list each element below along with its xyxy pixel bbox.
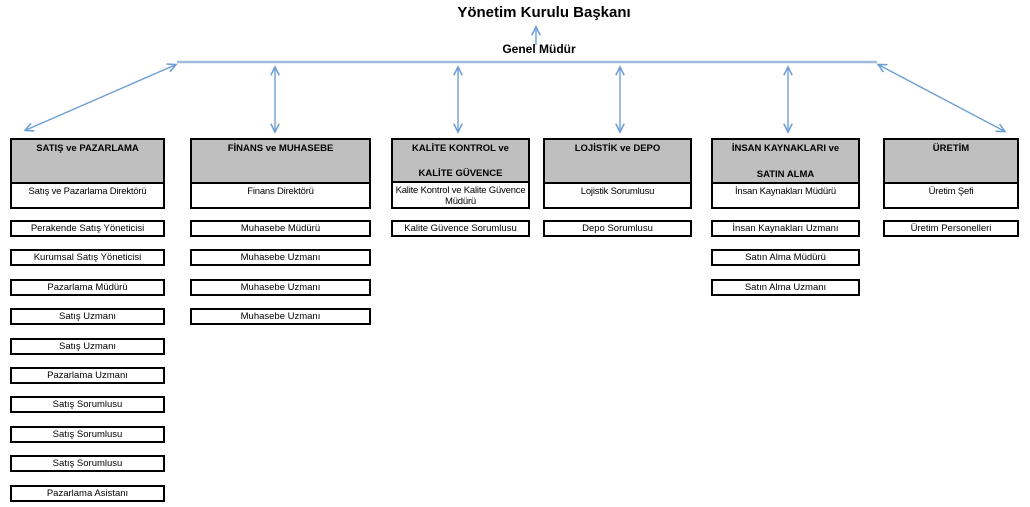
dept-head-box: Finans Direktörü <box>247 186 314 197</box>
staff-box: Satın Alma Uzmanı <box>711 279 860 296</box>
staff-box: Muhasebe Müdürü <box>190 220 371 237</box>
dept-header-box: FİNANS ve MUHASEBE Finans Direktörü <box>190 138 371 209</box>
branch-arrow-sales <box>26 65 175 130</box>
dept-title: LOJİSTİK ve DEPO <box>545 140 690 184</box>
dept-column-finance: FİNANS ve MUHASEBE Finans Direktörü Muha… <box>190 0 371 507</box>
dept-head-box: Üretim Şefi <box>928 186 974 197</box>
staff-box: Satış Sorumlusu <box>10 455 165 472</box>
chart-title: Yönetim Kurulu Başkanı <box>457 4 631 21</box>
staff-box: Satış Uzmanı <box>10 338 165 355</box>
staff-box: Satış Sorumlusu <box>10 396 165 413</box>
staff-box: Muhasebe Uzmanı <box>190 279 371 296</box>
dept-head-box: Satış ve Pazarlama Direktörü <box>28 186 147 197</box>
staff-box: Muhasebe Uzmanı <box>190 308 371 325</box>
staff-box: Perakende Satış Yöneticisi <box>10 220 165 237</box>
staff-box: Pazarlama Asistanı <box>10 485 165 502</box>
dept-title: SATIŞ ve PAZARLAMA <box>12 140 163 184</box>
staff-box: Pazarlama Müdürü <box>10 279 165 296</box>
staff-box: Satış Sorumlusu <box>10 426 165 443</box>
dept-column-sales: SATIŞ ve PAZARLAMA Satış ve Pazarlama Di… <box>10 0 165 507</box>
dept-head-box: İnsan Kaynakları Müdürü <box>734 186 836 197</box>
staff-box: Satın Alma Müdürü <box>711 249 860 266</box>
dept-header-box: LOJİSTİK ve DEPO Lojistik Sorumlusu <box>543 138 692 209</box>
dept-title-line1: SATIŞ ve PAZARLAMA <box>36 143 139 154</box>
staff-box: İnsan Kaynakları Uzmanı <box>711 220 860 237</box>
staff-box: Pazarlama Uzmanı <box>10 367 165 384</box>
staff-box: Kalite Güvence Sorumlusu <box>391 220 530 237</box>
dept-title: İNSAN KAYNAKLARI ve SATIN ALMA <box>713 140 858 184</box>
dept-header-box: SATIŞ ve PAZARLAMA Satış ve Pazarlama Di… <box>10 138 165 209</box>
dept-title-line1: ÜRETİM <box>932 143 970 154</box>
branch-arrow-production <box>879 65 1004 131</box>
dept-title-line1: KALİTE KONTROL ve <box>412 143 509 154</box>
staff-box: Satış Uzmanı <box>10 308 165 325</box>
connector-lines <box>0 0 1030 145</box>
general-manager-label: Genel Müdür <box>502 42 576 56</box>
staff-box: Üretim Personelleri <box>883 220 1019 237</box>
dept-title-line2: KALİTE GÜVENCE <box>418 168 503 179</box>
dept-title-line2: SATIN ALMA <box>756 169 815 180</box>
dept-column-production: ÜRETİM Üretim Şefi Üretim Personelleri <box>883 0 1019 507</box>
dept-column-logistics: LOJİSTİK ve DEPO Lojistik Sorumlusu Depo… <box>543 0 692 507</box>
dept-title: FİNANS ve MUHASEBE <box>192 140 369 184</box>
staff-box: Kurumsal Satış Yöneticisi <box>10 249 165 266</box>
dept-title-line1: İNSAN KAYNAKLARI ve <box>731 143 840 154</box>
dept-column-hr: İNSAN KAYNAKLARI ve SATIN ALMA İnsan Kay… <box>711 0 860 507</box>
dept-column-quality: KALİTE KONTROL ve KALİTE GÜVENCE Kalite … <box>391 0 530 507</box>
staff-box: Muhasebe Uzmanı <box>190 249 371 266</box>
dept-title: ÜRETİM <box>885 140 1017 184</box>
staff-box: Depo Sorumlusu <box>543 220 692 237</box>
dept-header-box: KALİTE KONTROL ve KALİTE GÜVENCE Kalite … <box>391 138 530 209</box>
dept-title-line1: FİNANS ve MUHASEBE <box>227 143 334 154</box>
dept-header-box: İNSAN KAYNAKLARI ve SATIN ALMA İnsan Kay… <box>711 138 860 209</box>
dept-head-box: Kalite Kontrol ve Kalite Güvence Müdürü <box>395 185 526 207</box>
dept-header-box: ÜRETİM Üretim Şefi <box>883 138 1019 209</box>
dept-title-line1: LOJİSTİK ve DEPO <box>574 143 661 154</box>
dept-title: KALİTE KONTROL ve KALİTE GÜVENCE <box>393 140 528 183</box>
dept-head-box: Lojistik Sorumlusu <box>580 186 655 197</box>
